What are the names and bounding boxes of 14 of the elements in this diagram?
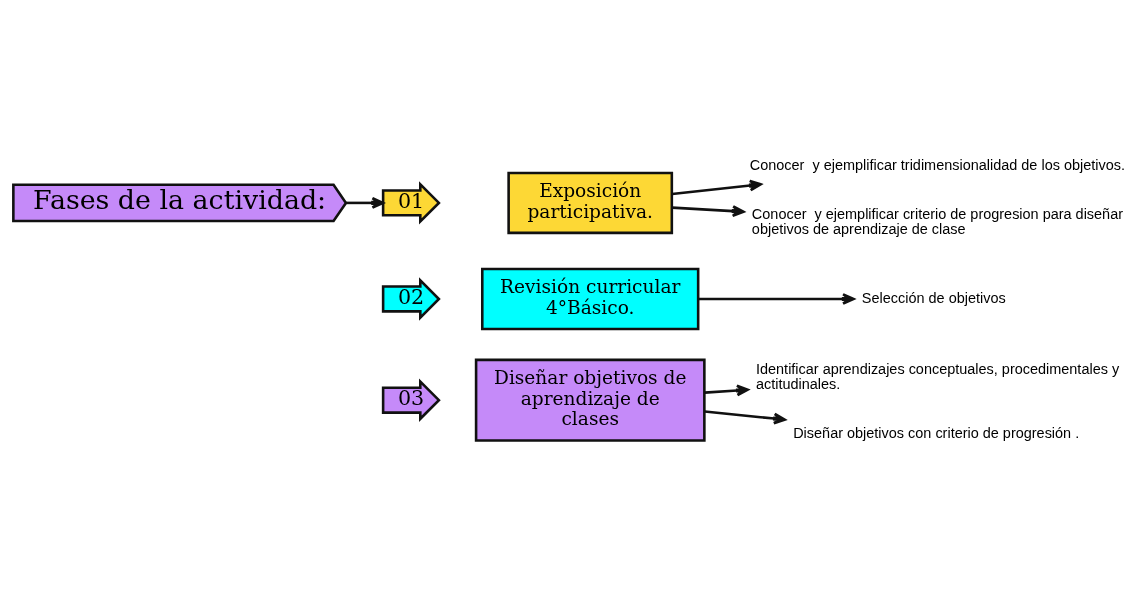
arrow <box>346 196 385 209</box>
node-text: Conocer y ejemplificar criterio de progresion para diseñar objetivos de aprendizaje de clase <box>751 205 1124 238</box>
node-box: Exposición participativa. <box>507 171 674 235</box>
node-box: Revisión curricular 4°Básico. <box>481 267 700 331</box>
arrow <box>704 384 749 397</box>
arrow <box>704 410 786 425</box>
arrow <box>698 293 855 305</box>
node-text: Conocer y ejemplificar tridimensionalidad de los objetivos. <box>749 156 1125 173</box>
arrow <box>671 179 762 196</box>
node-text: Diseñar objetivos con criterio de progresión . <box>793 425 1080 442</box>
node-text: Selección de objetivos <box>861 289 1006 306</box>
node-box: Diseñar objetivos de aprendizaje de clases <box>474 358 706 442</box>
node-text: Identificar aprendizajes conceptuales, procedimentales y actitudinales. <box>756 360 1120 393</box>
arrow <box>672 205 745 218</box>
